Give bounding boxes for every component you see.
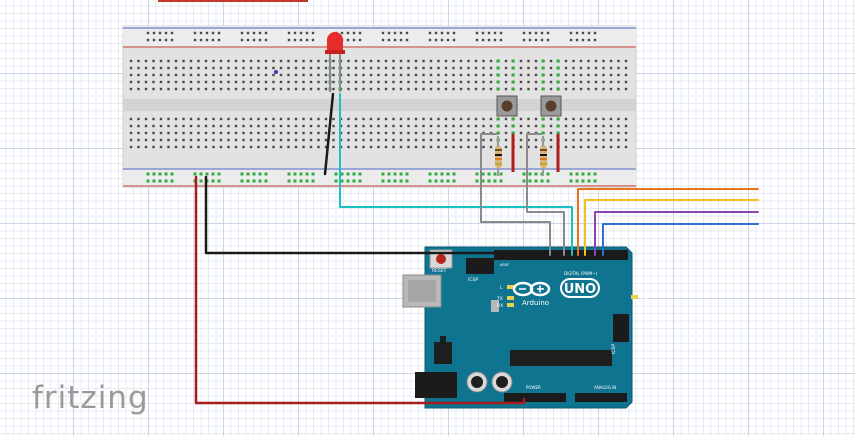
uno-badge <box>560 278 600 298</box>
red-led[interactable] <box>325 32 345 92</box>
regulator-chip <box>434 342 452 364</box>
l-led-label: L <box>500 285 503 291</box>
resistor-2[interactable] <box>540 136 547 176</box>
wire-yellow[interactable] <box>584 199 759 256</box>
top-accent-bar <box>158 0 308 2</box>
reset-label: RESET <box>432 268 447 274</box>
pushbutton-2[interactable] <box>540 95 562 117</box>
fritzing-logo: fritzing <box>32 380 149 416</box>
capacitor-2-top <box>496 376 508 388</box>
wire-gray-button-2[interactable] <box>526 133 565 256</box>
breadboard-connected-holes <box>146 59 597 183</box>
reset-button-cap[interactable] <box>436 254 446 264</box>
rx-led <box>507 303 514 307</box>
tx-label: TX <box>496 296 503 302</box>
wire-black-led-cathode[interactable] <box>323 92 335 176</box>
breadboard-marker <box>274 70 278 74</box>
power-jack <box>415 372 457 398</box>
icsp-label: ICSP <box>468 277 478 283</box>
arduino-brand-label: Arduino <box>522 299 549 307</box>
pushbutton-1[interactable] <box>496 95 518 117</box>
uno-label: UNO <box>564 282 597 297</box>
wire-orange[interactable] <box>577 188 759 256</box>
analog-in-label: ANALOG IN <box>594 385 616 390</box>
arduino-uno-board[interactable]: UNO Arduino RESET ICSP ICSP ON L TX RX A… <box>402 246 648 409</box>
power-label: POWER <box>526 385 541 390</box>
icsp2-header <box>613 314 629 342</box>
on-label: ON <box>641 296 648 302</box>
icsp2-label: ICSP <box>611 344 617 354</box>
resistor-1[interactable] <box>495 136 502 176</box>
digital-pin-header[interactable] <box>494 250 628 260</box>
icsp-header <box>466 258 494 274</box>
on-led <box>631 295 638 299</box>
power-pin-header[interactable] <box>504 393 566 402</box>
regulator-tab <box>440 336 446 342</box>
l-led <box>507 285 514 289</box>
wire-purple[interactable] <box>594 211 759 256</box>
usb-port-inner <box>408 280 436 302</box>
tx-led <box>507 296 514 300</box>
aref-label: AREF <box>500 263 509 267</box>
analog-pin-header[interactable] <box>575 393 627 402</box>
capacitor-1-top <box>471 376 483 388</box>
rx-label: RX <box>497 303 503 309</box>
arduino-logo-icon <box>512 281 551 297</box>
wire-red-5v[interactable] <box>194 175 526 405</box>
wire-black-ground[interactable] <box>204 175 558 259</box>
crystal <box>491 300 499 312</box>
atmega-chip <box>510 350 612 366</box>
digital-label: DIGITAL (PWM~) <box>564 271 598 276</box>
wire-blue[interactable] <box>602 223 759 256</box>
wire-gray-button-1[interactable] <box>480 133 551 256</box>
wire-cyan-led[interactable] <box>339 93 573 256</box>
